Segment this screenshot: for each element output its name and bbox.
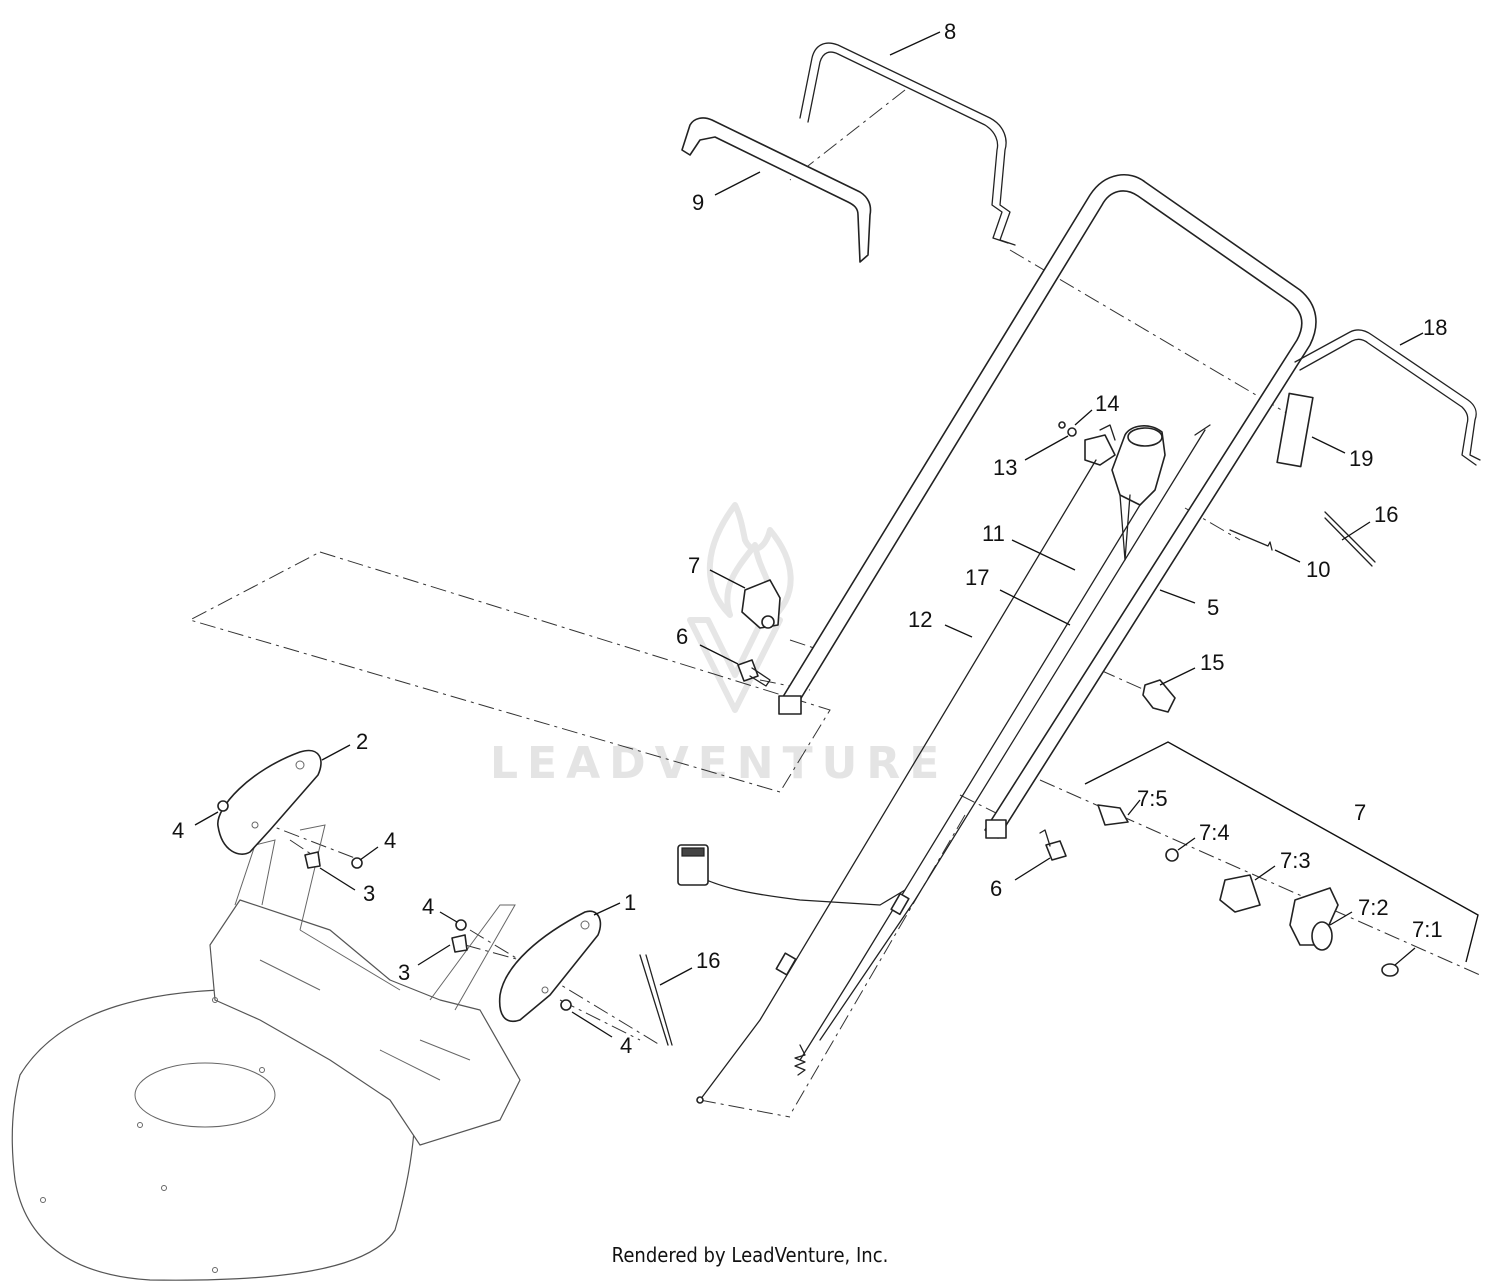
tie-16-top <box>1324 511 1376 567</box>
label-8: 8 <box>944 19 956 44</box>
hardware <box>217 800 572 1011</box>
label-11: 11 <box>982 521 1005 546</box>
label-4-d: 4 <box>620 1033 632 1058</box>
right-bail <box>1294 329 1481 466</box>
label-10: 10 <box>1306 557 1330 582</box>
label-16-top: 16 <box>1374 502 1398 527</box>
label-16-bottom: 16 <box>696 948 720 973</box>
mower-deck <box>11 824 521 1281</box>
label-18: 18 <box>1423 315 1447 340</box>
label-7-3: 7:3 <box>1280 848 1311 873</box>
pin-10 <box>1229 529 1273 551</box>
knob-assembly-7 <box>1097 804 1399 977</box>
label-13: 13 <box>993 455 1017 480</box>
label-7-left: 7 <box>688 553 700 578</box>
brackets <box>217 749 602 1022</box>
callout-labels: 8 9 18 14 13 19 16 11 10 7 17 5 6 12 15 … <box>172 19 1447 1058</box>
label-17: 17 <box>965 565 989 590</box>
bolt-6-left <box>737 659 771 687</box>
control-bracket <box>1058 421 1116 466</box>
label-7-right: 7 <box>1354 800 1366 825</box>
grip-19 <box>1276 392 1314 468</box>
fastener-15 <box>1142 679 1176 713</box>
label-1: 1 <box>624 890 636 915</box>
label-5: 5 <box>1207 595 1219 620</box>
handle-frame <box>778 174 1317 839</box>
label-7-2: 7:2 <box>1358 895 1389 920</box>
controller <box>1111 425 1166 561</box>
label-7-4: 7:4 <box>1199 820 1230 845</box>
tie-16-bottom <box>639 954 673 1046</box>
knob-7-left <box>741 579 781 629</box>
rendered-by-footer: Rendered by LeadVenture, Inc. <box>611 1243 889 1267</box>
upper-bail <box>799 42 1016 246</box>
watermark-text: LEADVENTURE <box>490 738 948 789</box>
label-4-b: 4 <box>384 828 396 853</box>
label-3-b: 3 <box>398 960 410 985</box>
label-9: 9 <box>692 190 704 215</box>
label-4-c: 4 <box>422 894 434 919</box>
label-6-right: 6 <box>990 876 1002 901</box>
label-2: 2 <box>356 729 368 754</box>
label-6-left: 6 <box>676 624 688 649</box>
leader-lines <box>194 31 1424 1038</box>
watermark: LEADVENTURE <box>490 502 948 789</box>
label-19: 19 <box>1349 446 1373 471</box>
label-7-5: 7:5 <box>1137 786 1168 811</box>
label-7-1: 7:1 <box>1412 917 1443 942</box>
label-12: 12 <box>908 607 932 632</box>
assembly-guide-lines <box>188 89 1481 1118</box>
assembly-bracket <box>1084 741 1479 963</box>
label-14: 14 <box>1095 391 1119 416</box>
label-3-a: 3 <box>363 881 375 906</box>
cables <box>685 424 1211 1104</box>
label-4-a: 4 <box>172 818 184 843</box>
wire-connector <box>677 844 709 886</box>
label-15: 15 <box>1200 650 1224 675</box>
bolt-6-right <box>1039 829 1067 861</box>
lower-bar <box>681 117 872 263</box>
